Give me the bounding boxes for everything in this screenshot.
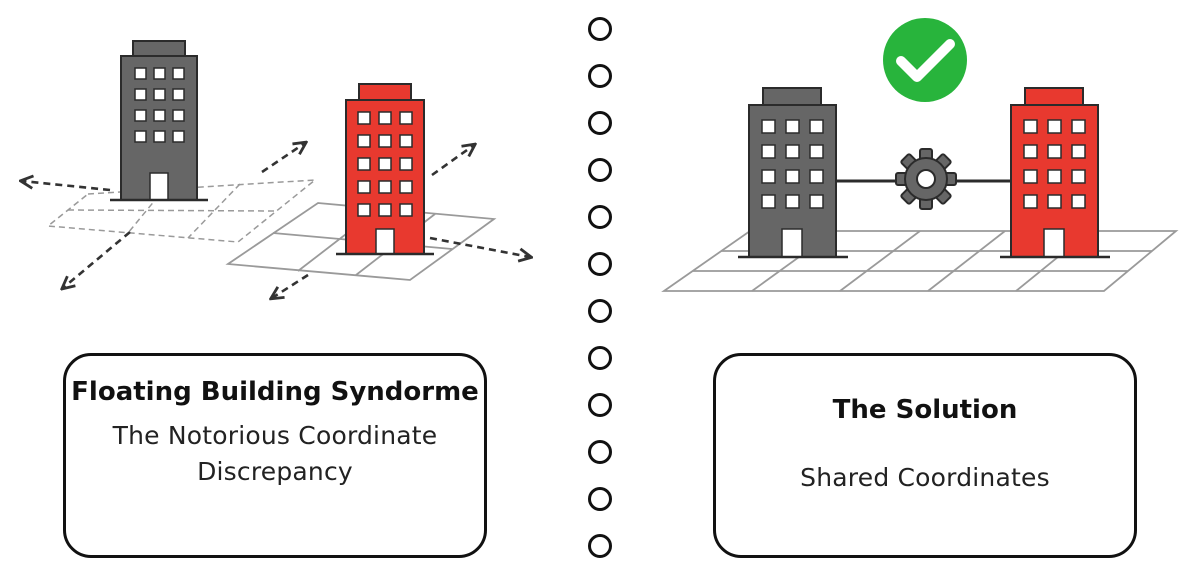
shared-grid (661, 230, 1179, 292)
red-building-right (1000, 87, 1110, 259)
solution-title: The Solution (832, 395, 1018, 425)
divider-dot (588, 393, 612, 417)
check-icon (883, 18, 967, 102)
divider-dot (588, 64, 612, 88)
problem-title: Floating Building Syndorme (71, 377, 479, 407)
dashed-arrows (22, 143, 530, 298)
solution-card: The Solution Shared Coordinates (713, 353, 1137, 558)
divider-dot (588, 252, 612, 276)
divider-dots (588, 17, 612, 562)
problem-card: Floating Building Syndorme The Notorious… (63, 353, 487, 558)
divider-dot (588, 158, 612, 182)
gear-icon (895, 148, 957, 210)
divider-dot (588, 346, 612, 370)
divider-dot (588, 487, 612, 511)
divider-dot (588, 205, 612, 229)
divider-dot (588, 299, 612, 323)
divider-dot (588, 111, 612, 135)
gray-building-right (738, 87, 848, 259)
gray-building-left (110, 40, 208, 202)
solution-subtitle: Shared Coordinates (800, 463, 1050, 492)
divider-dot (588, 440, 612, 464)
divider-dot (588, 534, 612, 558)
left-gray-grid (46, 179, 318, 243)
problem-subtitle: The Notorious Coordinate Discrepancy (112, 421, 438, 486)
divider-dot (588, 17, 612, 41)
red-building-left (336, 83, 434, 256)
